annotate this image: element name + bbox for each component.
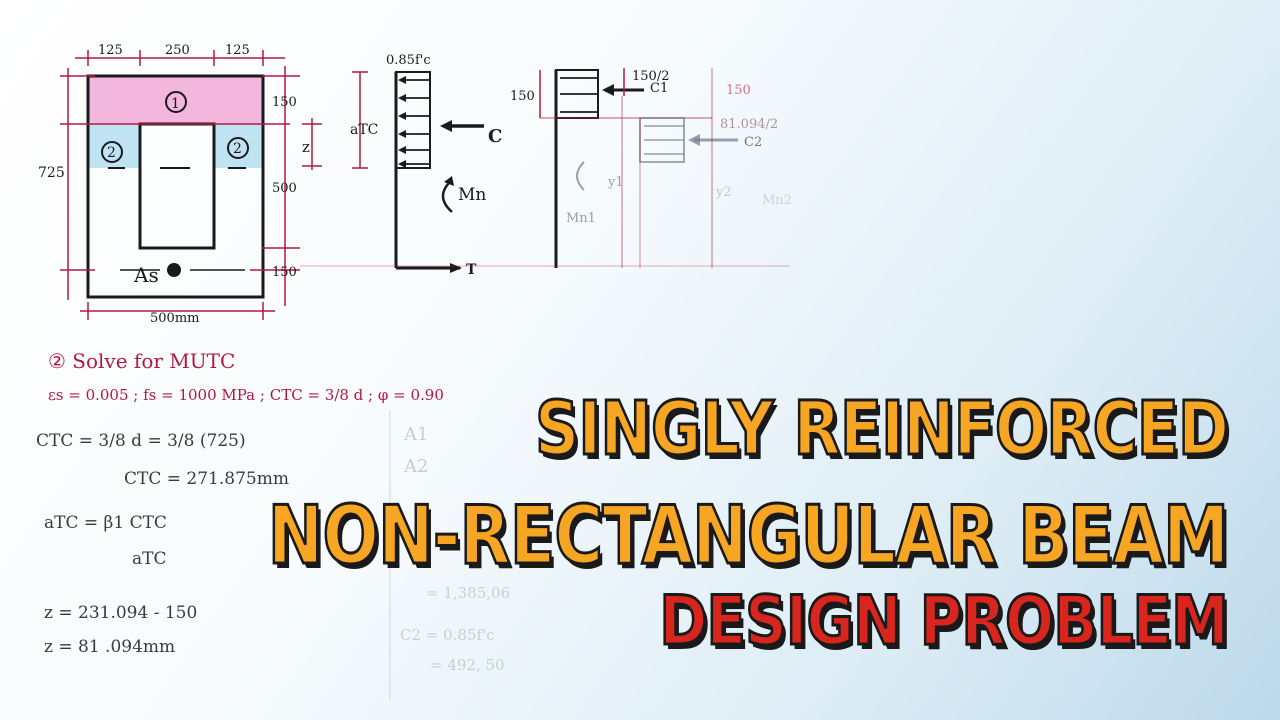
faded-area: = 1,385,06	[426, 584, 510, 602]
dim-150-left: 150	[510, 89, 535, 104]
notes-heading: ② Solve for MUTC	[48, 349, 235, 373]
atc-result: aTC	[132, 549, 166, 569]
faded-c2: C2 = 0.85f'c	[400, 626, 495, 644]
dim-right-middle: 500	[272, 181, 297, 196]
steel-bar	[167, 263, 181, 277]
dim-right-top: 150	[272, 95, 297, 110]
y2-label: y2	[715, 185, 732, 200]
stress-diagram: T 0.85f'c aTC C Mn	[350, 53, 502, 278]
dim-top-middle: 250	[165, 43, 190, 58]
y1-label: y1	[607, 175, 624, 190]
title-line-1: SINGLY REINFORCED	[534, 386, 1231, 472]
c2-label: C2	[744, 135, 762, 150]
depth-label: aTC	[350, 122, 378, 138]
stress-label: 0.85f'c	[386, 53, 431, 68]
half-150-label: 150/2	[632, 69, 669, 84]
faded-a1: A1	[403, 424, 428, 445]
z-equation: z = 231.094 - 150	[44, 603, 197, 623]
z-result: z = 81 .094mm	[44, 637, 175, 657]
dim-height: 725	[38, 165, 65, 181]
c1-label: C1	[650, 81, 668, 96]
dim-right-bottom: 150	[272, 265, 297, 280]
faded-value: = 492, 50	[430, 656, 505, 674]
moment-label: Mn	[458, 185, 486, 205]
mn1-label: Mn1	[566, 211, 596, 226]
faded-a2: A2	[403, 456, 428, 477]
steel-label: As	[133, 263, 159, 287]
split-force-diagram: C1 150 150/2 C2 150 81.094/2 y1 y2 Mn1 M…	[300, 68, 792, 268]
zone-2-right-fill	[214, 124, 262, 168]
atc-equation: aTC = β1 CTC	[44, 513, 167, 533]
dim-top-right: 125	[225, 43, 250, 58]
title-line-2: NON-RECTANGULAR BEAM	[266, 489, 1230, 582]
z-label: z	[302, 138, 310, 156]
notes-givens: εs = 0.005 ; fs = 1000 MPa ; CTC = 3/8 d…	[48, 386, 444, 404]
zone-2-right-label: 2	[233, 141, 242, 157]
zone-1-label: 1	[171, 96, 180, 112]
calculation-notes: ② Solve for MUTC εs = 0.005 ; fs = 1000 …	[36, 349, 510, 700]
beam-outline	[86, 74, 265, 299]
zone-1-fill	[89, 77, 262, 124]
mn2-label: Mn2	[762, 193, 792, 208]
zone-2-left-label: 2	[107, 145, 116, 161]
half-z-label: 81.094/2	[720, 117, 778, 132]
ctc-result: CTC = 271.875mm	[124, 469, 289, 489]
compression-label: C	[488, 126, 502, 147]
dim-150-right: 150	[726, 83, 751, 98]
beam-void	[138, 122, 216, 250]
dim-width: 500mm	[150, 311, 199, 326]
beam-section-diagram: 1 2 2 As 125 250 125 725 150 500 150 z	[38, 43, 322, 326]
dim-top-left: 125	[98, 43, 123, 58]
zone-2-left-fill	[89, 124, 139, 168]
ctc-equation: CTC = 3/8 d = 3/8 (725)	[36, 431, 246, 451]
tension-label: T	[466, 262, 477, 278]
title-line-3: DESIGN PROBLEM	[658, 582, 1230, 661]
